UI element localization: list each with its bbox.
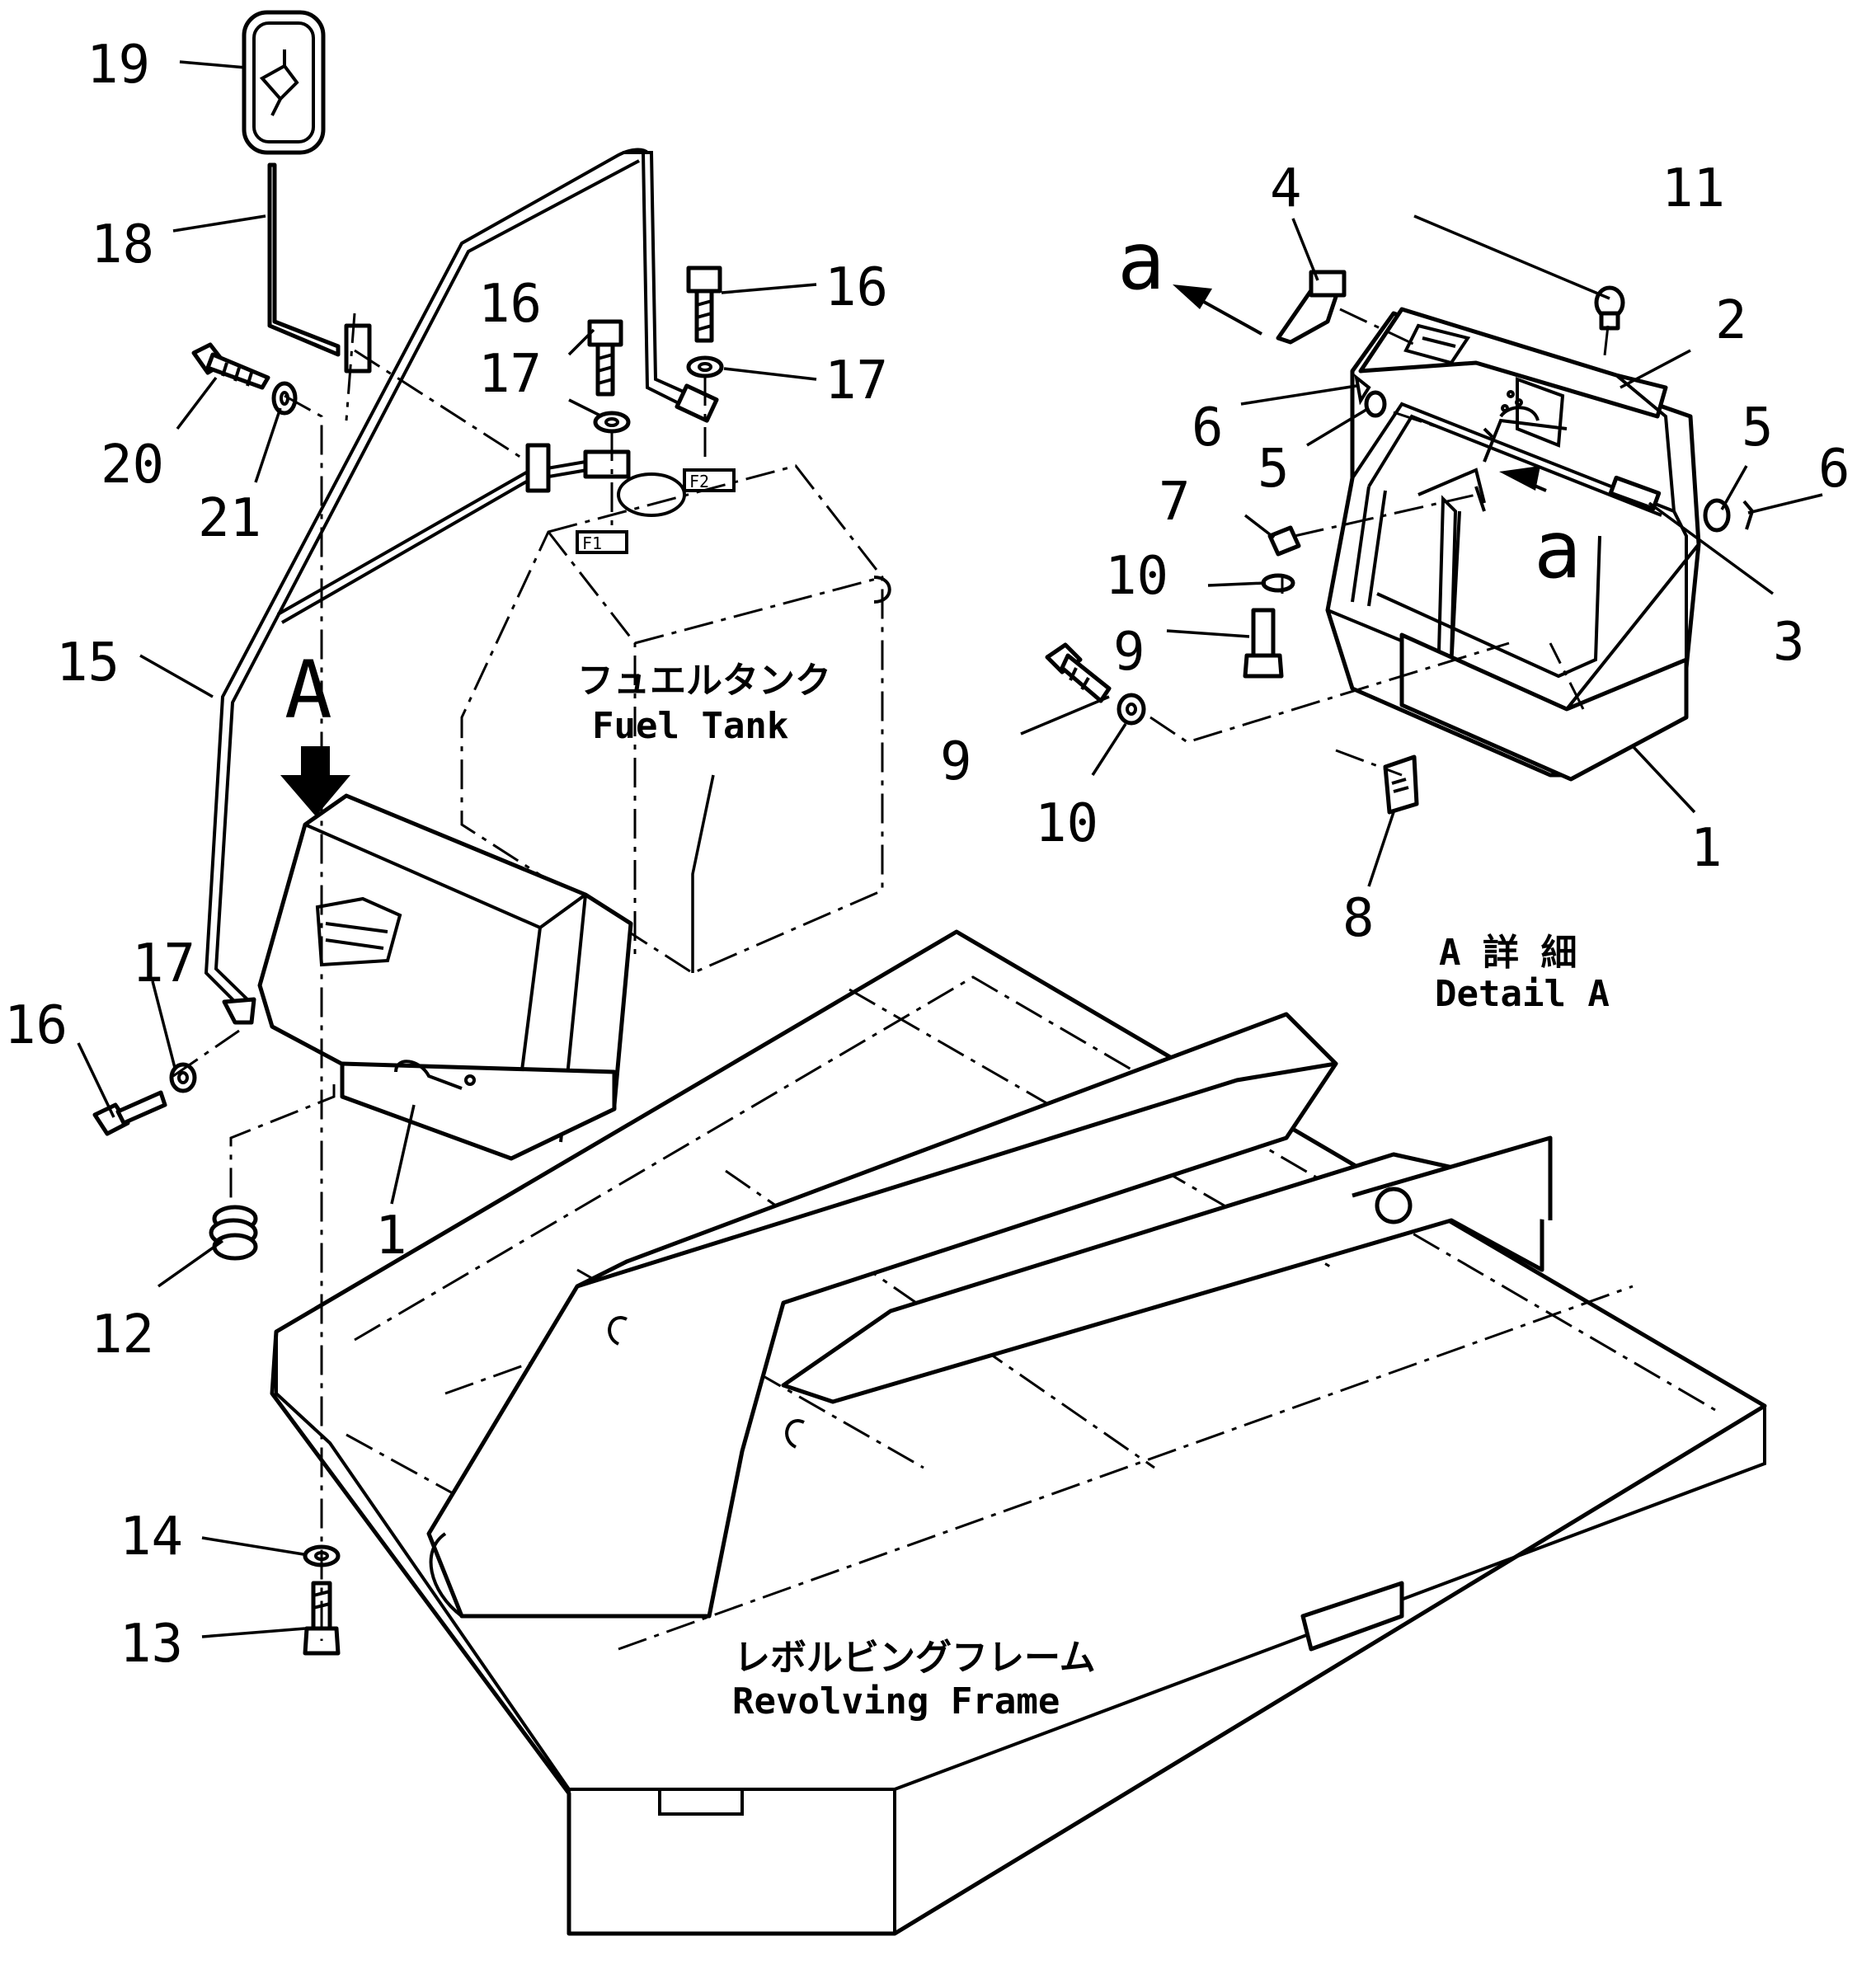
callout-15: 15 xyxy=(56,632,120,693)
callout-16-b: 16 xyxy=(825,257,888,318)
assembly-lines-main xyxy=(172,313,707,1641)
detail-a-label-en: Detail A xyxy=(1435,973,1610,1015)
revolving-frame xyxy=(270,929,1767,1936)
callout-19: 19 xyxy=(87,35,150,96)
callout-5-b: 5 xyxy=(1742,397,1774,458)
callout-5-a: 5 xyxy=(1258,439,1290,500)
leader-lines xyxy=(77,60,1823,1638)
captions: フュエルタンク Fuel Tank A 詳 細 Detail A レボルビングフ… xyxy=(577,660,1610,1722)
section-a-upper: a xyxy=(1117,215,1165,308)
callout-17-c: 17 xyxy=(132,933,195,994)
callout-9-b: 9 xyxy=(940,731,972,792)
section-a-lower: a xyxy=(1534,504,1582,596)
callout-17-b: 17 xyxy=(825,350,888,411)
callout-7: 7 xyxy=(1159,472,1191,533)
callout-1-detail: 1 xyxy=(1690,818,1723,879)
callout-12: 12 xyxy=(91,1304,154,1365)
callout-1-main: 1 xyxy=(375,1205,407,1267)
fuel-tank-label-jp: フュエルタンク xyxy=(577,660,831,702)
callout-16-c: 16 xyxy=(4,995,68,1056)
tank-mark-f2: F2 xyxy=(689,472,709,491)
callout-6-a: 6 xyxy=(1192,397,1224,458)
revolving-frame-label-jp: レボルビングフレーム xyxy=(734,1637,1096,1679)
callout-11: 11 xyxy=(1662,158,1725,219)
callout-2: 2 xyxy=(1715,290,1747,351)
callout-8: 8 xyxy=(1342,888,1375,949)
detail-a: a a xyxy=(1045,215,1755,815)
callout-6-b: 6 xyxy=(1818,439,1850,500)
callout-13: 13 xyxy=(120,1614,183,1675)
tank-mark-f1: F1 xyxy=(582,533,602,553)
callout-10-b: 10 xyxy=(1035,793,1098,854)
battery-box-main: A xyxy=(257,644,633,1161)
callouts: 19 18 20 21 16 17 16 17 15 17 16 1 12 14… xyxy=(4,35,1850,1675)
callout-21: 21 xyxy=(198,488,261,549)
revolving-frame-label-en: Revolving Frame xyxy=(732,1680,1060,1722)
fuel-tank: F1 F2 xyxy=(460,464,891,975)
mirror-assembly xyxy=(204,10,719,1025)
detail-a-label-jp: A 詳 細 xyxy=(1439,932,1577,974)
callout-10-a: 10 xyxy=(1105,546,1168,607)
callout-20: 20 xyxy=(101,435,164,496)
callout-17-a: 17 xyxy=(478,344,542,405)
callout-9-a: 9 xyxy=(1113,622,1145,683)
view-a-label: A xyxy=(284,644,332,736)
callout-4: 4 xyxy=(1270,158,1302,219)
callout-16-a: 16 xyxy=(478,274,542,335)
callout-3: 3 xyxy=(1773,612,1805,673)
callout-14: 14 xyxy=(120,1506,183,1567)
fuel-tank-label-en: Fuel Tank xyxy=(592,705,788,747)
callout-18: 18 xyxy=(91,214,154,275)
